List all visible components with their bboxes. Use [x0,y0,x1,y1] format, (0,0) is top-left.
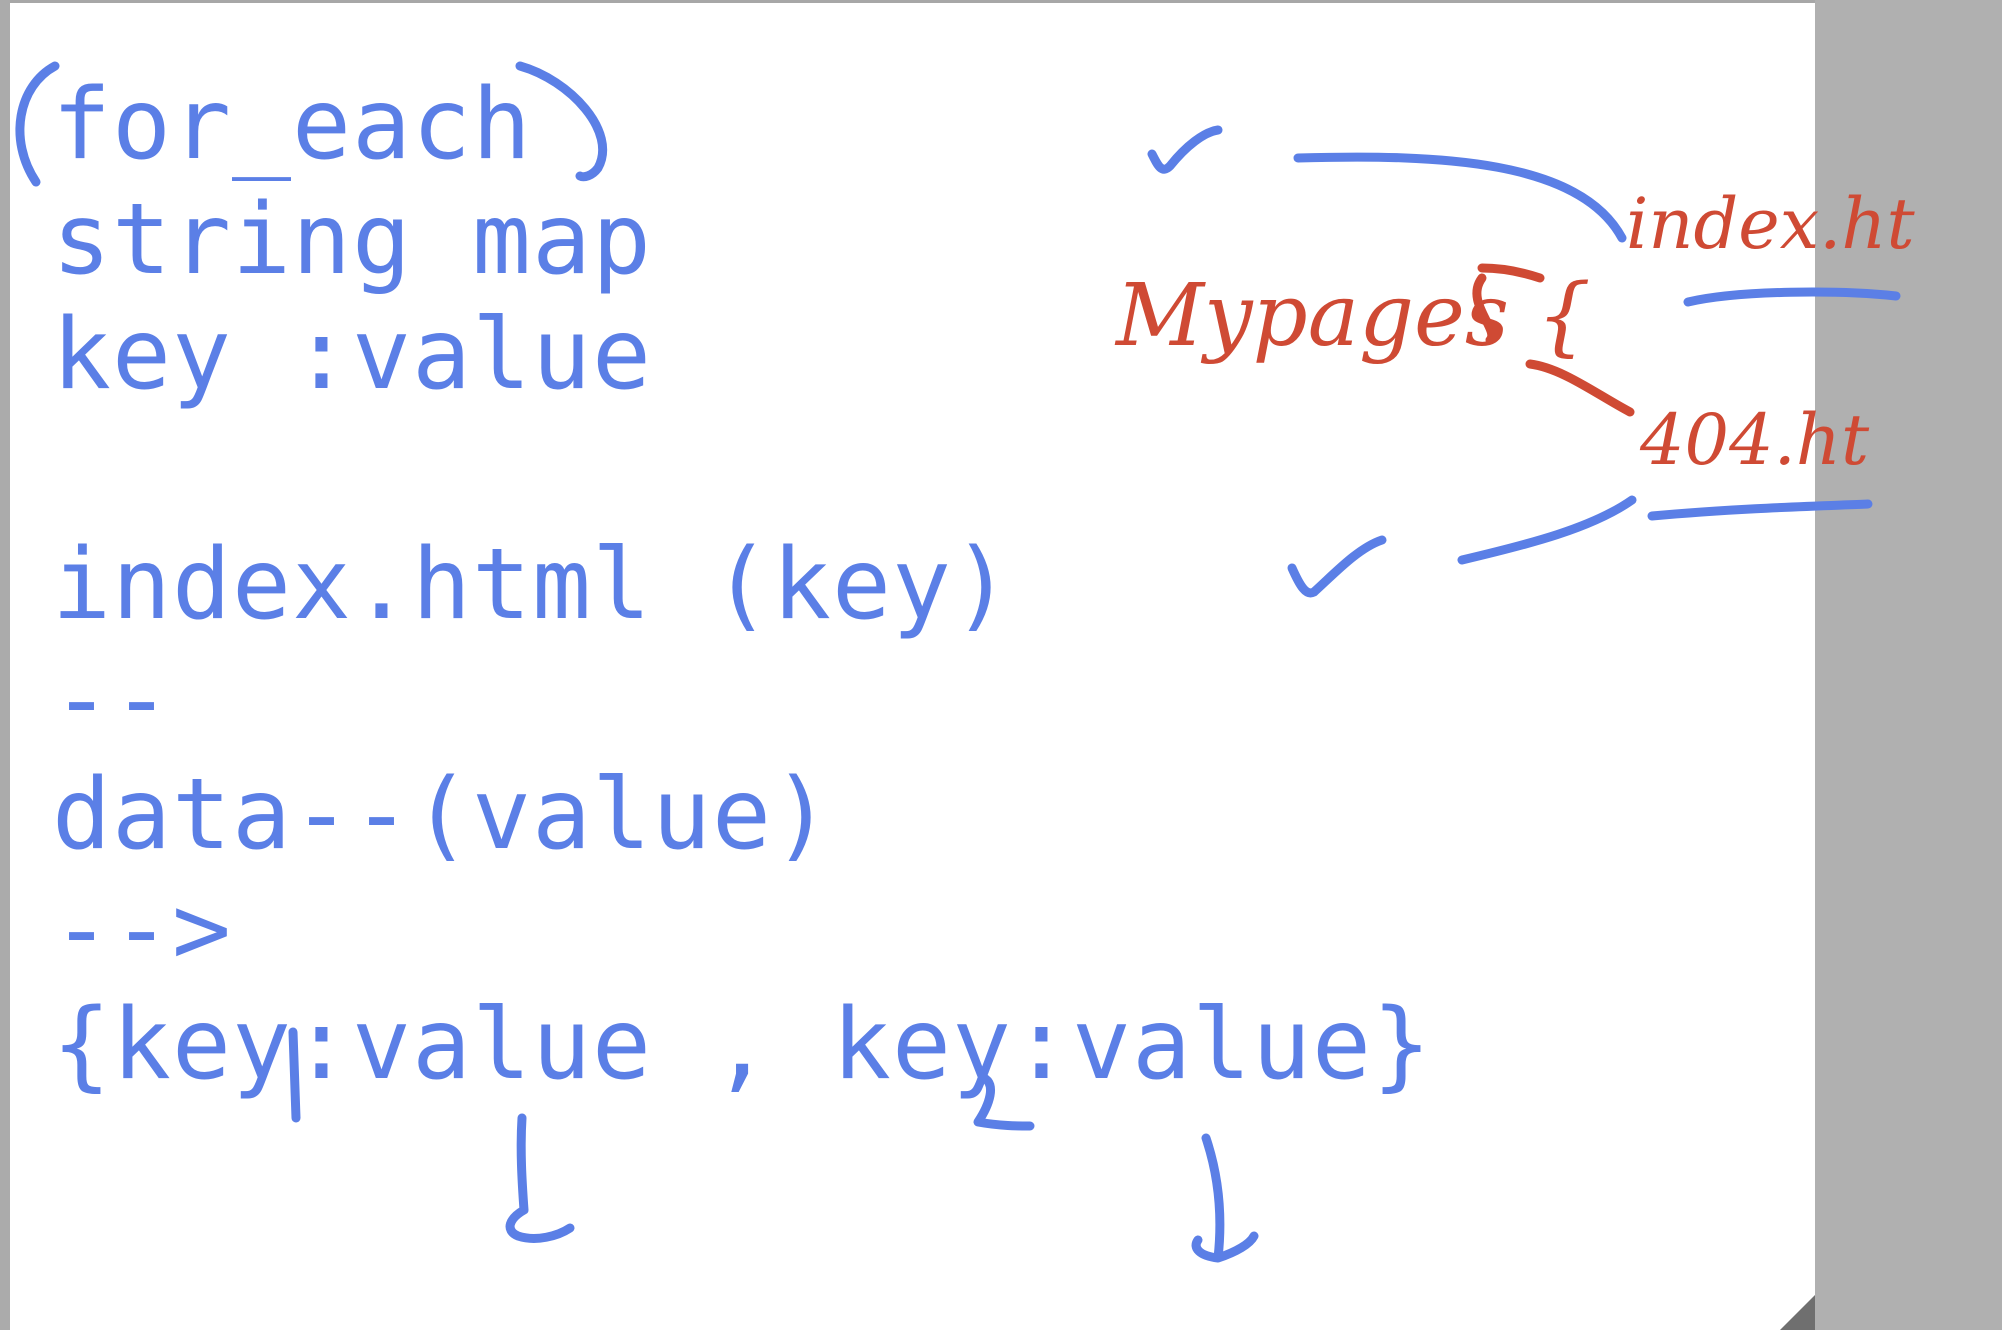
down-arrow-left-icon [505,1113,575,1243]
code-line-index-key: index.html (key) [52,528,1013,642]
connector-line-top [1293,152,1627,243]
code-line-map-literal: {key:value , key:value} [52,988,1433,1102]
code-line-for-each: for_each [52,68,533,182]
check-mark-top-icon [1147,125,1223,174]
brace-lower-branch [1525,359,1635,417]
side-panel [1815,0,2002,1330]
resize-grip-icon[interactable] [1780,1295,1815,1330]
code-line-string-map: string map [52,183,653,297]
annotation-404-key: 404.ht [1640,399,1870,481]
down-arrow-right-icon [1191,1133,1259,1263]
code-line-key-value: key :value [52,298,653,412]
canvas-left-border [0,0,10,1330]
code-line-separator: -- [52,643,173,757]
check-mark-bottom-icon [1287,535,1387,598]
annotation-mypages: Mypages { [1116,266,1592,366]
code-line-arrow: --> [52,873,233,987]
close-paren-stroke [515,61,608,182]
code-line-data-value: data--(value) [52,758,833,872]
open-paren-stroke [15,61,60,187]
connector-line-bottom [1457,495,1637,565]
annotation-index-key: index.ht [1626,183,1915,265]
canvas-top-border [0,0,1815,3]
